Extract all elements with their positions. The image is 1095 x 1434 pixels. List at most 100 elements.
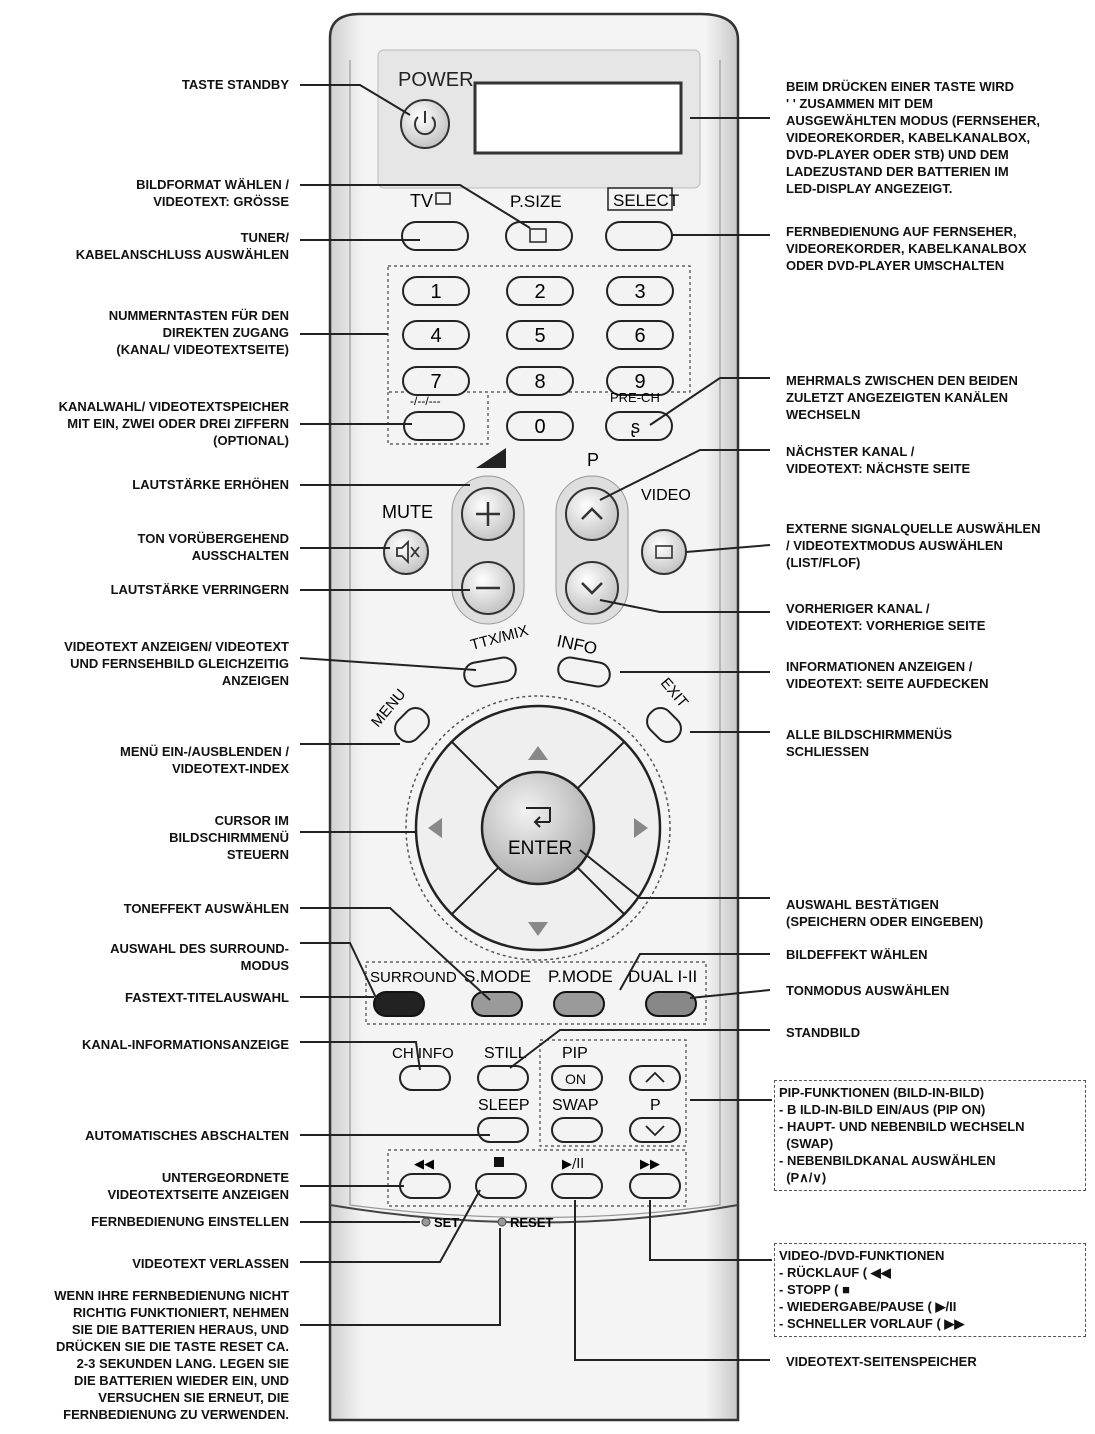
video-label: VIDEO [641,487,691,504]
label-picture-effect: BILDEFFEKT WÄHLEN [786,947,928,962]
label-channel-info: KANAL-INFORMATIONSANZEIGE [81,1037,289,1052]
label-exit: ALLE BILDSCHIRMMENÜS SCHLIESSEN [786,727,953,759]
pip-line: - B ILD-IN-BILD EIN/AUS (PIP ON) [779,1102,986,1117]
smode-button[interactable] [471,991,523,1017]
info-button[interactable] [556,656,611,689]
digit-label: 4 [430,325,441,347]
sleep-label: SLEEP [478,1097,530,1114]
video-button[interactable] [641,529,687,575]
digit-button[interactable] [506,276,574,306]
exit-button[interactable] [642,703,686,747]
swap-label: SWAP [552,1097,599,1114]
label-prev-channel: VORHERIGER KANAL / VIDEOTEXT: VORHERIGE … [786,601,986,633]
digit-button[interactable] [606,320,674,350]
dpad-down-icon [528,922,548,936]
enter-icon [526,807,551,828]
enter-button[interactable] [480,770,596,886]
led-display [473,81,683,155]
fast-forward-button[interactable] [629,1173,681,1199]
pip-line: (SWAP) [779,1136,834,1151]
enter-label: ENTER [508,838,572,859]
power-button[interactable] [400,99,450,149]
dual-button[interactable] [645,991,697,1017]
pip-on-button[interactable] [551,1065,603,1091]
digit-label: 6 [634,325,645,347]
video-line: VIDEO-/DVD-FUNKTIONEN [779,1248,945,1263]
mute-button[interactable] [383,529,429,575]
digit-button[interactable] [402,276,470,306]
digit-label: 5 [534,325,545,347]
reset-button[interactable] [497,1217,507,1227]
dual-label: DUAL I-II [628,967,697,986]
label-fastext: FASTEXT-TITELAUSWAHL [125,990,289,1005]
label-source: EXTERNE SIGNALQUELLE AUSWÄHLEN / VIDEOTE… [786,521,1041,570]
pip-line: PIP-FUNKTIONEN (BILD-IN-BILD) [779,1085,985,1100]
play-button[interactable] [551,1173,603,1199]
select-label: SELECT [613,191,679,210]
digit-button[interactable] [402,320,470,350]
dash-button[interactable] [403,411,465,441]
digit-label: 8 [534,371,545,393]
swap-button[interactable] [551,1117,603,1143]
pip-up-button[interactable] [629,1065,681,1091]
surround-button[interactable] [373,991,425,1017]
label-enter: AUSWAHL BESTÄTIGEN (SPEICHERN ODER EINGE… [786,897,984,929]
prech-button[interactable] [605,411,673,441]
svg-text:ʂ: ʂ [631,417,640,437]
digit-label: 9 [634,371,645,393]
digit-button[interactable] [606,366,674,396]
menu-button[interactable] [390,703,434,747]
label-page-store: VIDEOTEXT-SEITENSPEICHER [786,1354,977,1369]
video-functions-box: VIDEO-/DVD-FUNKTIONEN - RÜCKLAUF ( ◀◀ - … [774,1243,1086,1337]
video-line: - SCHNELLER VORLAUF ( ▶▶ [779,1316,965,1331]
channel-down-button[interactable] [565,561,619,615]
label-exit-teletext: VIDEOTEXT VERLASSEN [132,1256,289,1271]
pip-line: - NEBENBILDKANAL AUSWÄHLEN [779,1153,996,1168]
psize-button[interactable] [505,221,573,251]
still-button[interactable] [477,1065,529,1091]
label-tuner: TUNER/ KABELANSCHLUSS AUSWÄHLEN [75,230,289,262]
chinfo-button[interactable] [399,1065,451,1091]
label-channel-digits: KANALWAHL/ VIDEOTEXTSPEICHER MIT EIN, ZW… [58,399,289,448]
channel-up-button[interactable] [565,487,619,541]
pip-down-button[interactable] [629,1117,681,1143]
tv-button[interactable] [401,221,469,251]
set-label: SET [434,1215,459,1230]
label-teletext-mix: VIDEOTEXT ANZEIGEN/ VIDEOTEXT UND FERNSE… [64,639,289,688]
rewind-button[interactable] [399,1173,451,1199]
digit-button[interactable] [506,411,574,441]
chinfo-label: CH INFO [392,1045,454,1062]
label-menu: MENÜ EIN-/AUSBLENDEN / VIDEOTEXT-INDEX [119,744,289,776]
label-sound-effect: TONEFFEKT AUSWÄHLEN [123,901,289,916]
pmode-button[interactable] [553,991,605,1017]
label-sound-mode: TONMODUS AUSWÄHLEN [786,983,950,998]
digit-label: 3 [634,281,645,303]
select-button[interactable] [605,221,673,251]
pip-on-label: ON [565,1071,586,1087]
pip-functions-box: PIP-FUNKTIONEN (BILD-IN-BILD) - B ILD-IN… [774,1080,1086,1191]
ttx-button[interactable] [462,656,517,689]
digit-button[interactable] [402,366,470,396]
digit-button[interactable] [506,320,574,350]
video-line: - STOPP ( ■ [779,1282,850,1297]
label-led-display: BEIM DRÜCKEN EINER TASTE WIRD ' ' ZUSAMM… [786,79,1040,196]
stop-button[interactable] [475,1173,527,1199]
fast-forward-icon: ▶▶ [640,1157,660,1172]
digit-button[interactable] [506,366,574,396]
digit-button[interactable] [606,276,674,306]
sleep-button[interactable] [477,1117,529,1143]
p-label: P [587,450,599,470]
video-line: - RÜCKLAUF ( ◀◀ [779,1265,891,1280]
label-picture-size: BILDFORMAT WÄHLEN / VIDEOTEXT: GRÖSSE [136,177,289,209]
digit-label: 1 [430,281,441,303]
callout-lines [299,84,772,1361]
digit-label: 7 [430,371,441,393]
label-volume-up: LAUTSTÄRKE ERHÖHEN [132,477,289,492]
label-volume-down: LAUTSTÄRKE VERRINGERN [110,582,289,597]
set-button[interactable] [421,1217,431,1227]
label-info: INFORMATIONEN ANZEIGEN / VIDEOTEXT: SEIT… [786,659,989,691]
surround-label: SURROUND [370,969,457,986]
play-pause-icon: ▶/II [562,1157,584,1172]
reset-label: RESET [510,1215,553,1230]
